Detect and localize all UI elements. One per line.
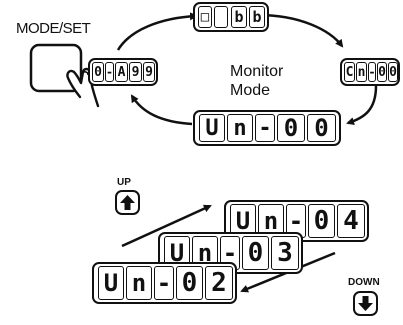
down-arrow-icon [358,296,373,311]
arrow-bottom-left [130,94,193,126]
display-un-00: U n - 0 0 [193,110,341,146]
arrow-left-top [116,12,198,51]
mode-set-label: MODE/SET [16,20,91,37]
digit: 0 [307,114,336,142]
digit: 0 [377,62,387,82]
digit: 0 [242,236,269,270]
monitor-mode-label: Monitor Mode [230,63,284,99]
digit: 3 [271,236,299,270]
digit: 0 [277,114,305,142]
digit: C [344,62,355,82]
display-cn-00: C n - 0 0 [340,58,400,86]
display-un-02: U n - 0 2 [92,262,237,304]
digit: 0 [176,266,203,300]
digit: n [126,266,152,300]
arrow-right-bottom [346,85,378,126]
digit: 2 [205,266,233,300]
digit: 9 [129,62,142,82]
digit: U [98,266,124,300]
digit: n [227,114,253,142]
digit [214,6,228,28]
digit: U [199,114,225,142]
digit: - [368,62,376,82]
down-label: DOWN [348,277,380,288]
digit: A [115,62,128,82]
digit: 0 [388,62,398,82]
digit: b [249,6,265,28]
up-scroll-arrow [121,204,212,248]
digit: 4 [337,204,365,238]
digit: 9 [143,62,155,82]
digit: b [231,6,247,28]
digit: - [255,114,275,142]
digit: - [105,62,114,82]
digit: n [356,62,367,82]
digit: - [154,266,174,300]
display-bb: □ b b [193,2,269,32]
digit: - [286,204,306,238]
display-o-a99: 0 - A 9 9 [88,58,158,86]
digit: 0 [92,62,104,82]
down-button[interactable] [353,291,378,316]
up-label: UP [117,177,131,188]
up-arrow-icon [120,195,135,210]
up-button[interactable] [115,190,140,215]
digit: 0 [308,204,335,238]
digit: - [220,236,240,270]
digit: □ [198,6,212,28]
arrow-top-right [257,13,344,48]
